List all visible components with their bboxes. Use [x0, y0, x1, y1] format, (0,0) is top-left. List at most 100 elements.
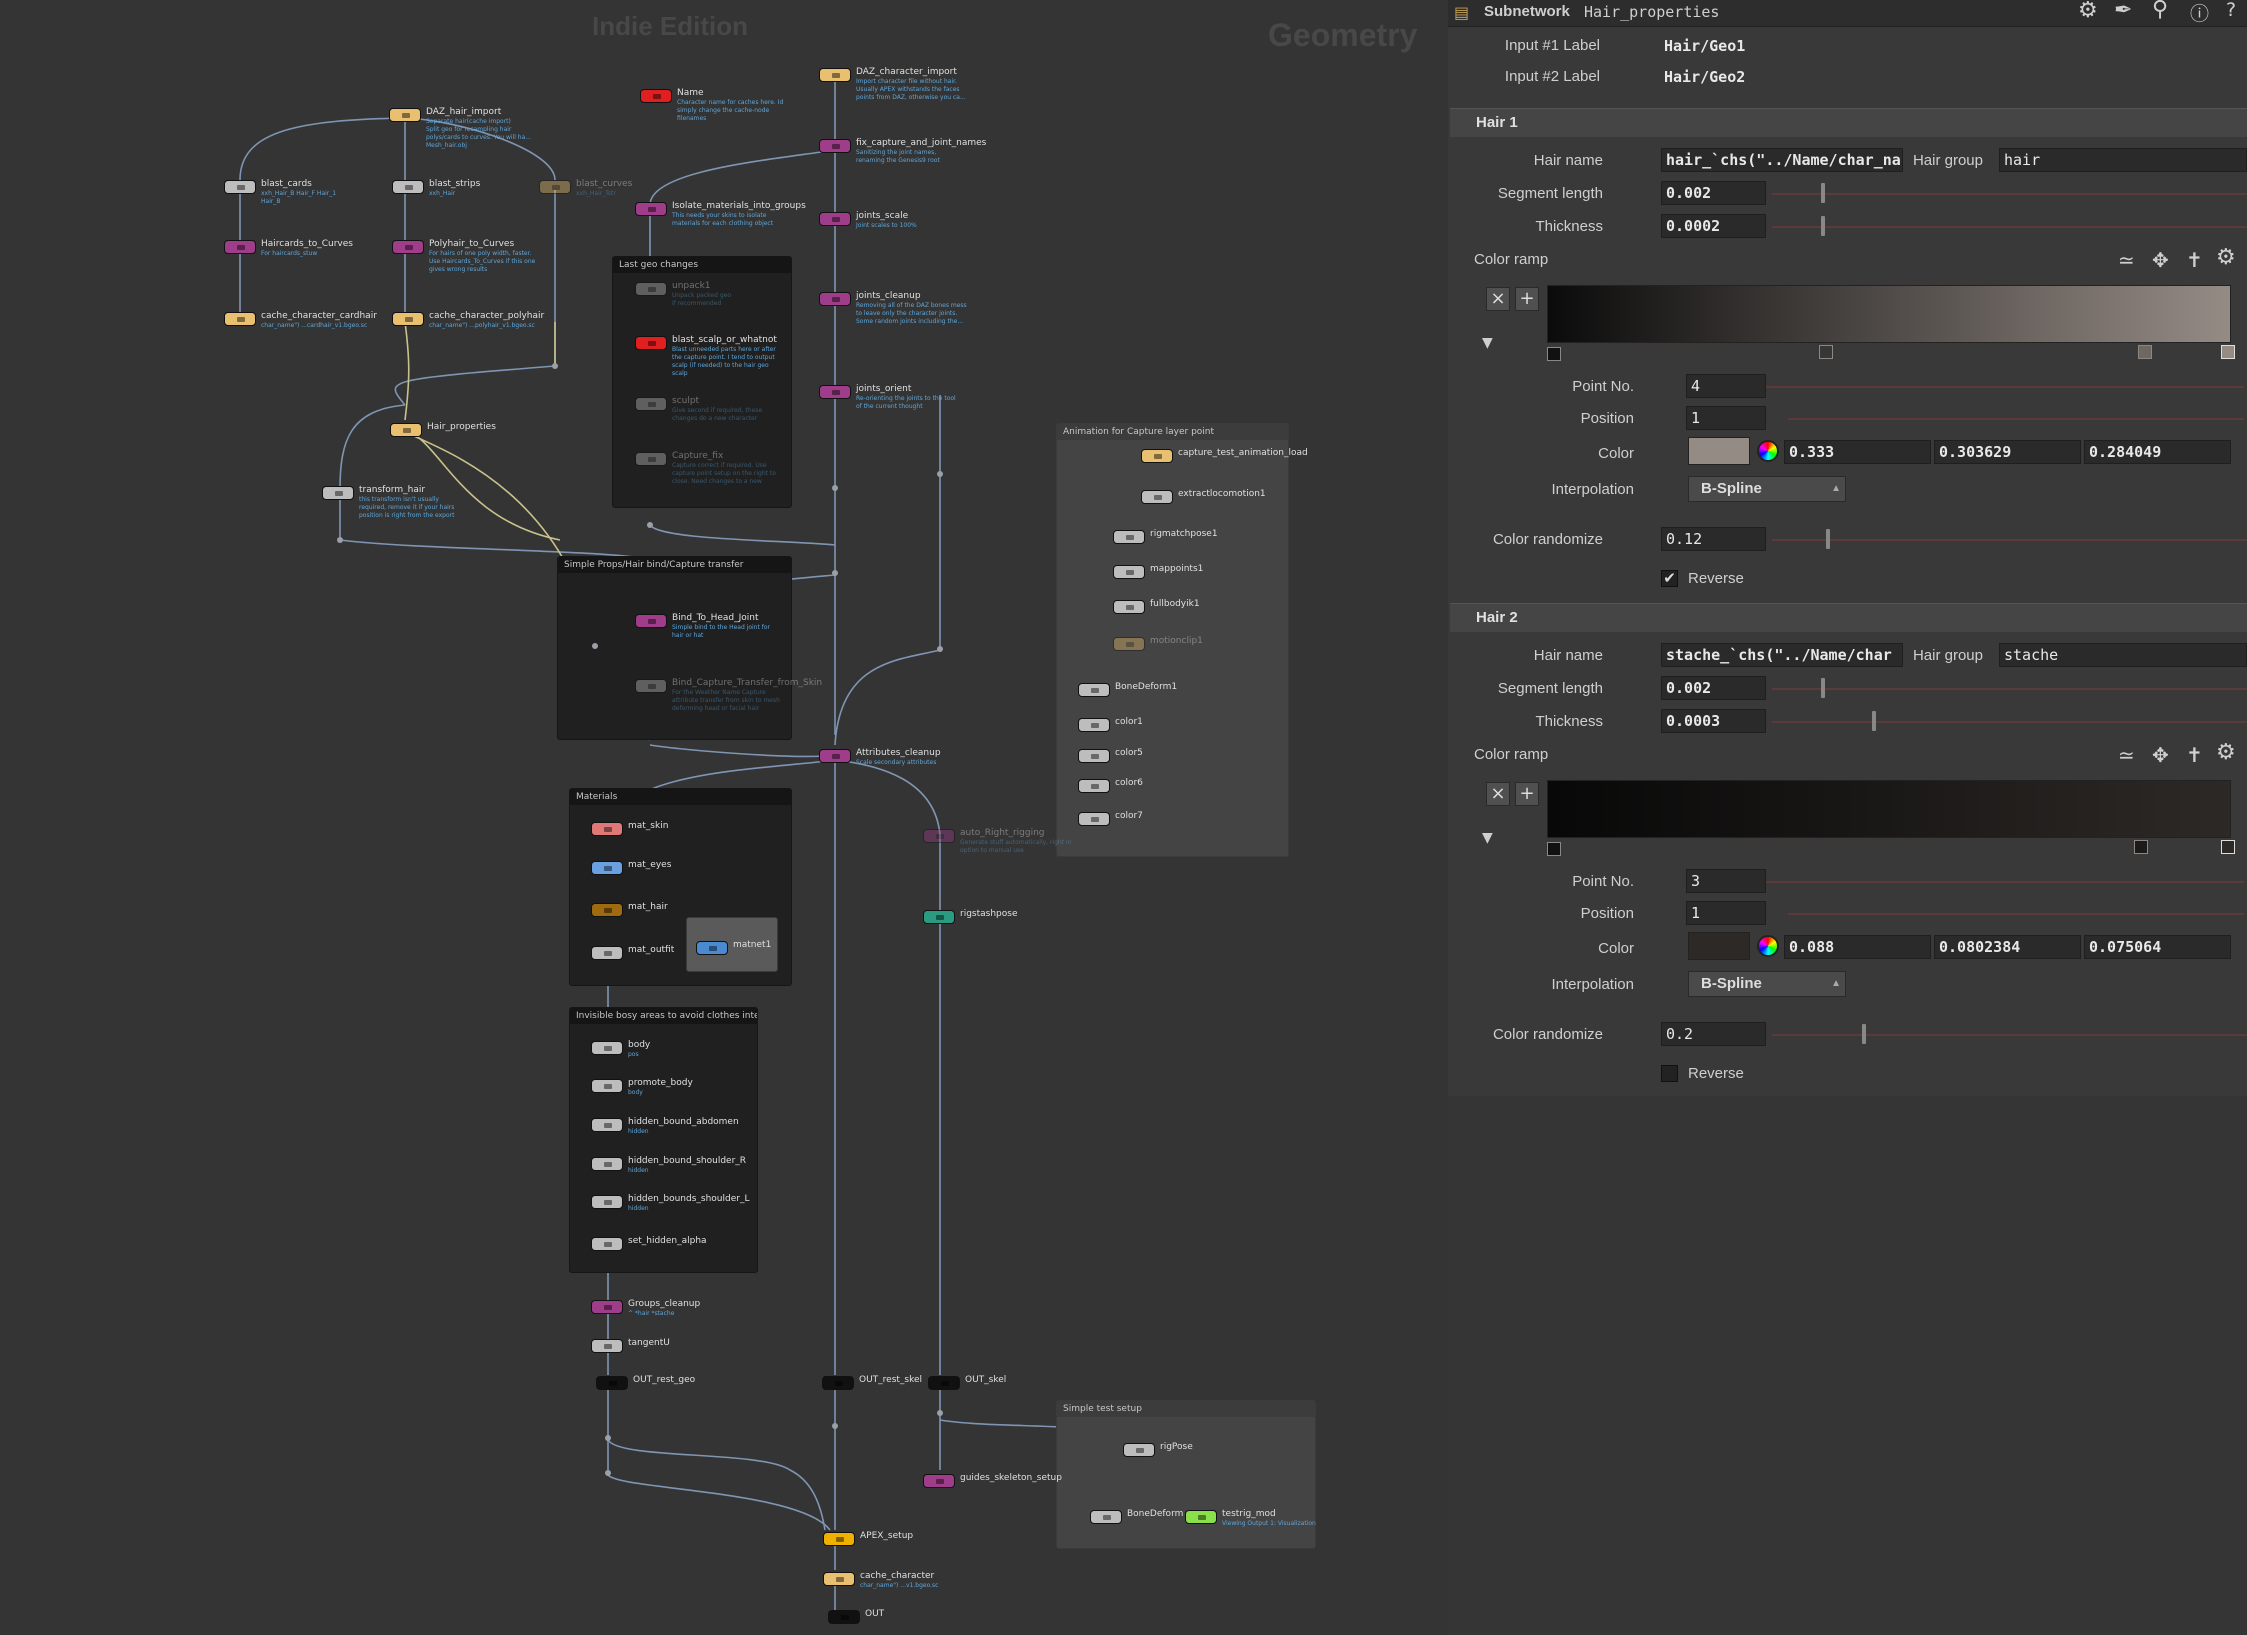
- input1-field[interactable]: Hair/Geo1: [1664, 37, 1746, 55]
- node-body[interactable]: [591, 1195, 623, 1209]
- node-body[interactable]: [819, 212, 851, 226]
- hair2-section-header[interactable]: Hair 2: [1450, 603, 2247, 632]
- hair2-reverse-checkbox[interactable]: [1661, 1065, 1678, 1082]
- node-body[interactable]: [635, 614, 667, 628]
- ramp-gear-icon[interactable]: ⚙: [2216, 245, 2236, 270]
- hair2-position-slider[interactable]: [1788, 913, 2244, 915]
- network-editor[interactable]: Indie Edition Geometry Last geo changes …: [0, 0, 1448, 1635]
- node-body[interactable]: [1078, 779, 1110, 793]
- ramp-delete-button[interactable]: ×: [1486, 287, 1510, 311]
- hair1-thickness-slider[interactable]: [1772, 226, 2247, 228]
- node-body[interactable]: [822, 1376, 854, 1390]
- node-body[interactable]: [392, 312, 424, 326]
- node-body[interactable]: [923, 829, 955, 843]
- ramp-key[interactable]: [1547, 347, 1561, 361]
- hair2-thickness-field[interactable]: 0.0003: [1661, 709, 1766, 733]
- node-body[interactable]: [591, 1237, 623, 1251]
- hair2-segment-length-field[interactable]: 0.002: [1661, 676, 1766, 700]
- node-body[interactable]: [823, 1572, 855, 1586]
- hair1-point-no-slider[interactable]: [1766, 386, 2244, 388]
- hair1-group-field[interactable]: hair: [1999, 148, 2247, 172]
- node-body[interactable]: [591, 1157, 623, 1171]
- node-body[interactable]: [1090, 1510, 1122, 1524]
- hair1-color-b-field[interactable]: 0.284049: [2084, 440, 2231, 464]
- node-body[interactable]: [1113, 530, 1145, 544]
- node-body[interactable]: [591, 903, 623, 917]
- netbox-last-geo[interactable]: Last geo changes: [612, 256, 792, 508]
- ramp-add-button[interactable]: +: [1515, 782, 1539, 806]
- node-body[interactable]: [392, 240, 424, 254]
- node-body[interactable]: [923, 910, 955, 924]
- hair1-reverse-checkbox[interactable]: ✔: [1661, 570, 1678, 587]
- ramp-add-button[interactable]: +: [1515, 287, 1539, 311]
- hair1-section-header[interactable]: Hair 1: [1450, 108, 2247, 137]
- ramp-split-icon[interactable]: ✝: [2186, 248, 2203, 272]
- node-body[interactable]: [591, 861, 623, 875]
- slider-knob[interactable]: [1821, 216, 1825, 236]
- hair2-position-field[interactable]: 1: [1686, 901, 1766, 925]
- wire-dot[interactable]: [647, 522, 653, 528]
- node-body[interactable]: [635, 452, 667, 466]
- node-body[interactable]: [819, 292, 851, 306]
- wire-dot[interactable]: [937, 1410, 943, 1416]
- ramp-key[interactable]: [2134, 840, 2148, 854]
- hair1-position-slider[interactable]: [1788, 418, 2244, 420]
- node-body[interactable]: [224, 180, 256, 194]
- hair1-position-field[interactable]: 1: [1686, 406, 1766, 430]
- node-body[interactable]: [1113, 637, 1145, 651]
- hair1-name-field[interactable]: hair_`chs("../Name/char_na: [1661, 148, 1903, 172]
- hair2-color-randomize-slider[interactable]: [1772, 1034, 2247, 1036]
- hair1-color-r-field[interactable]: 0.333: [1784, 440, 1931, 464]
- color-wheel-icon[interactable]: [1757, 440, 1779, 462]
- wire-dot[interactable]: [337, 537, 343, 543]
- node-body[interactable]: [591, 822, 623, 836]
- node-body[interactable]: [591, 1300, 623, 1314]
- ramp-gear-icon[interactable]: ⚙: [2216, 740, 2236, 765]
- node-body[interactable]: [224, 312, 256, 326]
- netbox-simple-test[interactable]: Simple test setup: [1056, 1400, 1316, 1549]
- hair1-color-g-field[interactable]: 0.303629: [1934, 440, 2081, 464]
- node-body[interactable]: [635, 679, 667, 693]
- node-body[interactable]: [640, 89, 672, 103]
- hair2-interpolation-select[interactable]: B-Spline▲: [1688, 971, 1846, 997]
- hair2-group-field[interactable]: stache: [1999, 643, 2247, 667]
- hair1-color-randomize-field[interactable]: 0.12: [1661, 527, 1766, 551]
- node-body[interactable]: [322, 486, 354, 500]
- ramp-move-icon[interactable]: ✥: [2152, 743, 2169, 767]
- hair2-color-r-field[interactable]: 0.088: [1784, 935, 1931, 959]
- ramp-move-icon[interactable]: ✥: [2152, 248, 2169, 272]
- ramp-key[interactable]: [1547, 842, 1561, 856]
- node-body[interactable]: [1123, 1443, 1155, 1457]
- node-body[interactable]: [539, 180, 571, 194]
- node-body[interactable]: [591, 1041, 623, 1055]
- node-body[interactable]: [819, 749, 851, 763]
- node-body[interactable]: [591, 1339, 623, 1353]
- hair1-thickness-field[interactable]: 0.0002: [1661, 214, 1766, 238]
- ramp-curve-icon[interactable]: ≃: [2118, 248, 2135, 272]
- hair1-color-randomize-slider[interactable]: [1772, 539, 2247, 541]
- wire-dot[interactable]: [832, 570, 838, 576]
- hair2-color-ramp[interactable]: [1547, 780, 2231, 838]
- hair1-interpolation-select[interactable]: B-Spline▲: [1688, 476, 1846, 502]
- node-body[interactable]: [1113, 565, 1145, 579]
- node-body[interactable]: [1078, 749, 1110, 763]
- wire-dot[interactable]: [605, 1470, 611, 1476]
- hair2-thickness-slider[interactable]: [1772, 721, 2247, 723]
- node-body[interactable]: [224, 240, 256, 254]
- wire-dot[interactable]: [937, 471, 943, 477]
- node-body[interactable]: [1078, 812, 1110, 826]
- node-body[interactable]: [635, 336, 667, 350]
- hair1-color-ramp[interactable]: [1547, 285, 2231, 343]
- slider-knob[interactable]: [1821, 183, 1825, 203]
- hair1-segment-length-slider[interactable]: [1772, 193, 2247, 195]
- matnet-box[interactable]: [686, 917, 778, 972]
- hair2-color-swatch[interactable]: [1688, 932, 1750, 960]
- node-body[interactable]: [923, 1474, 955, 1488]
- node-body[interactable]: [819, 385, 851, 399]
- node-body[interactable]: [596, 1376, 628, 1390]
- input2-field[interactable]: Hair/Geo2: [1664, 68, 1746, 86]
- brush-icon[interactable]: ✒: [2114, 0, 2133, 23]
- node-body[interactable]: [389, 108, 421, 122]
- wire-dot[interactable]: [605, 1435, 611, 1441]
- gear-icon[interactable]: ⚙: [2078, 0, 2098, 23]
